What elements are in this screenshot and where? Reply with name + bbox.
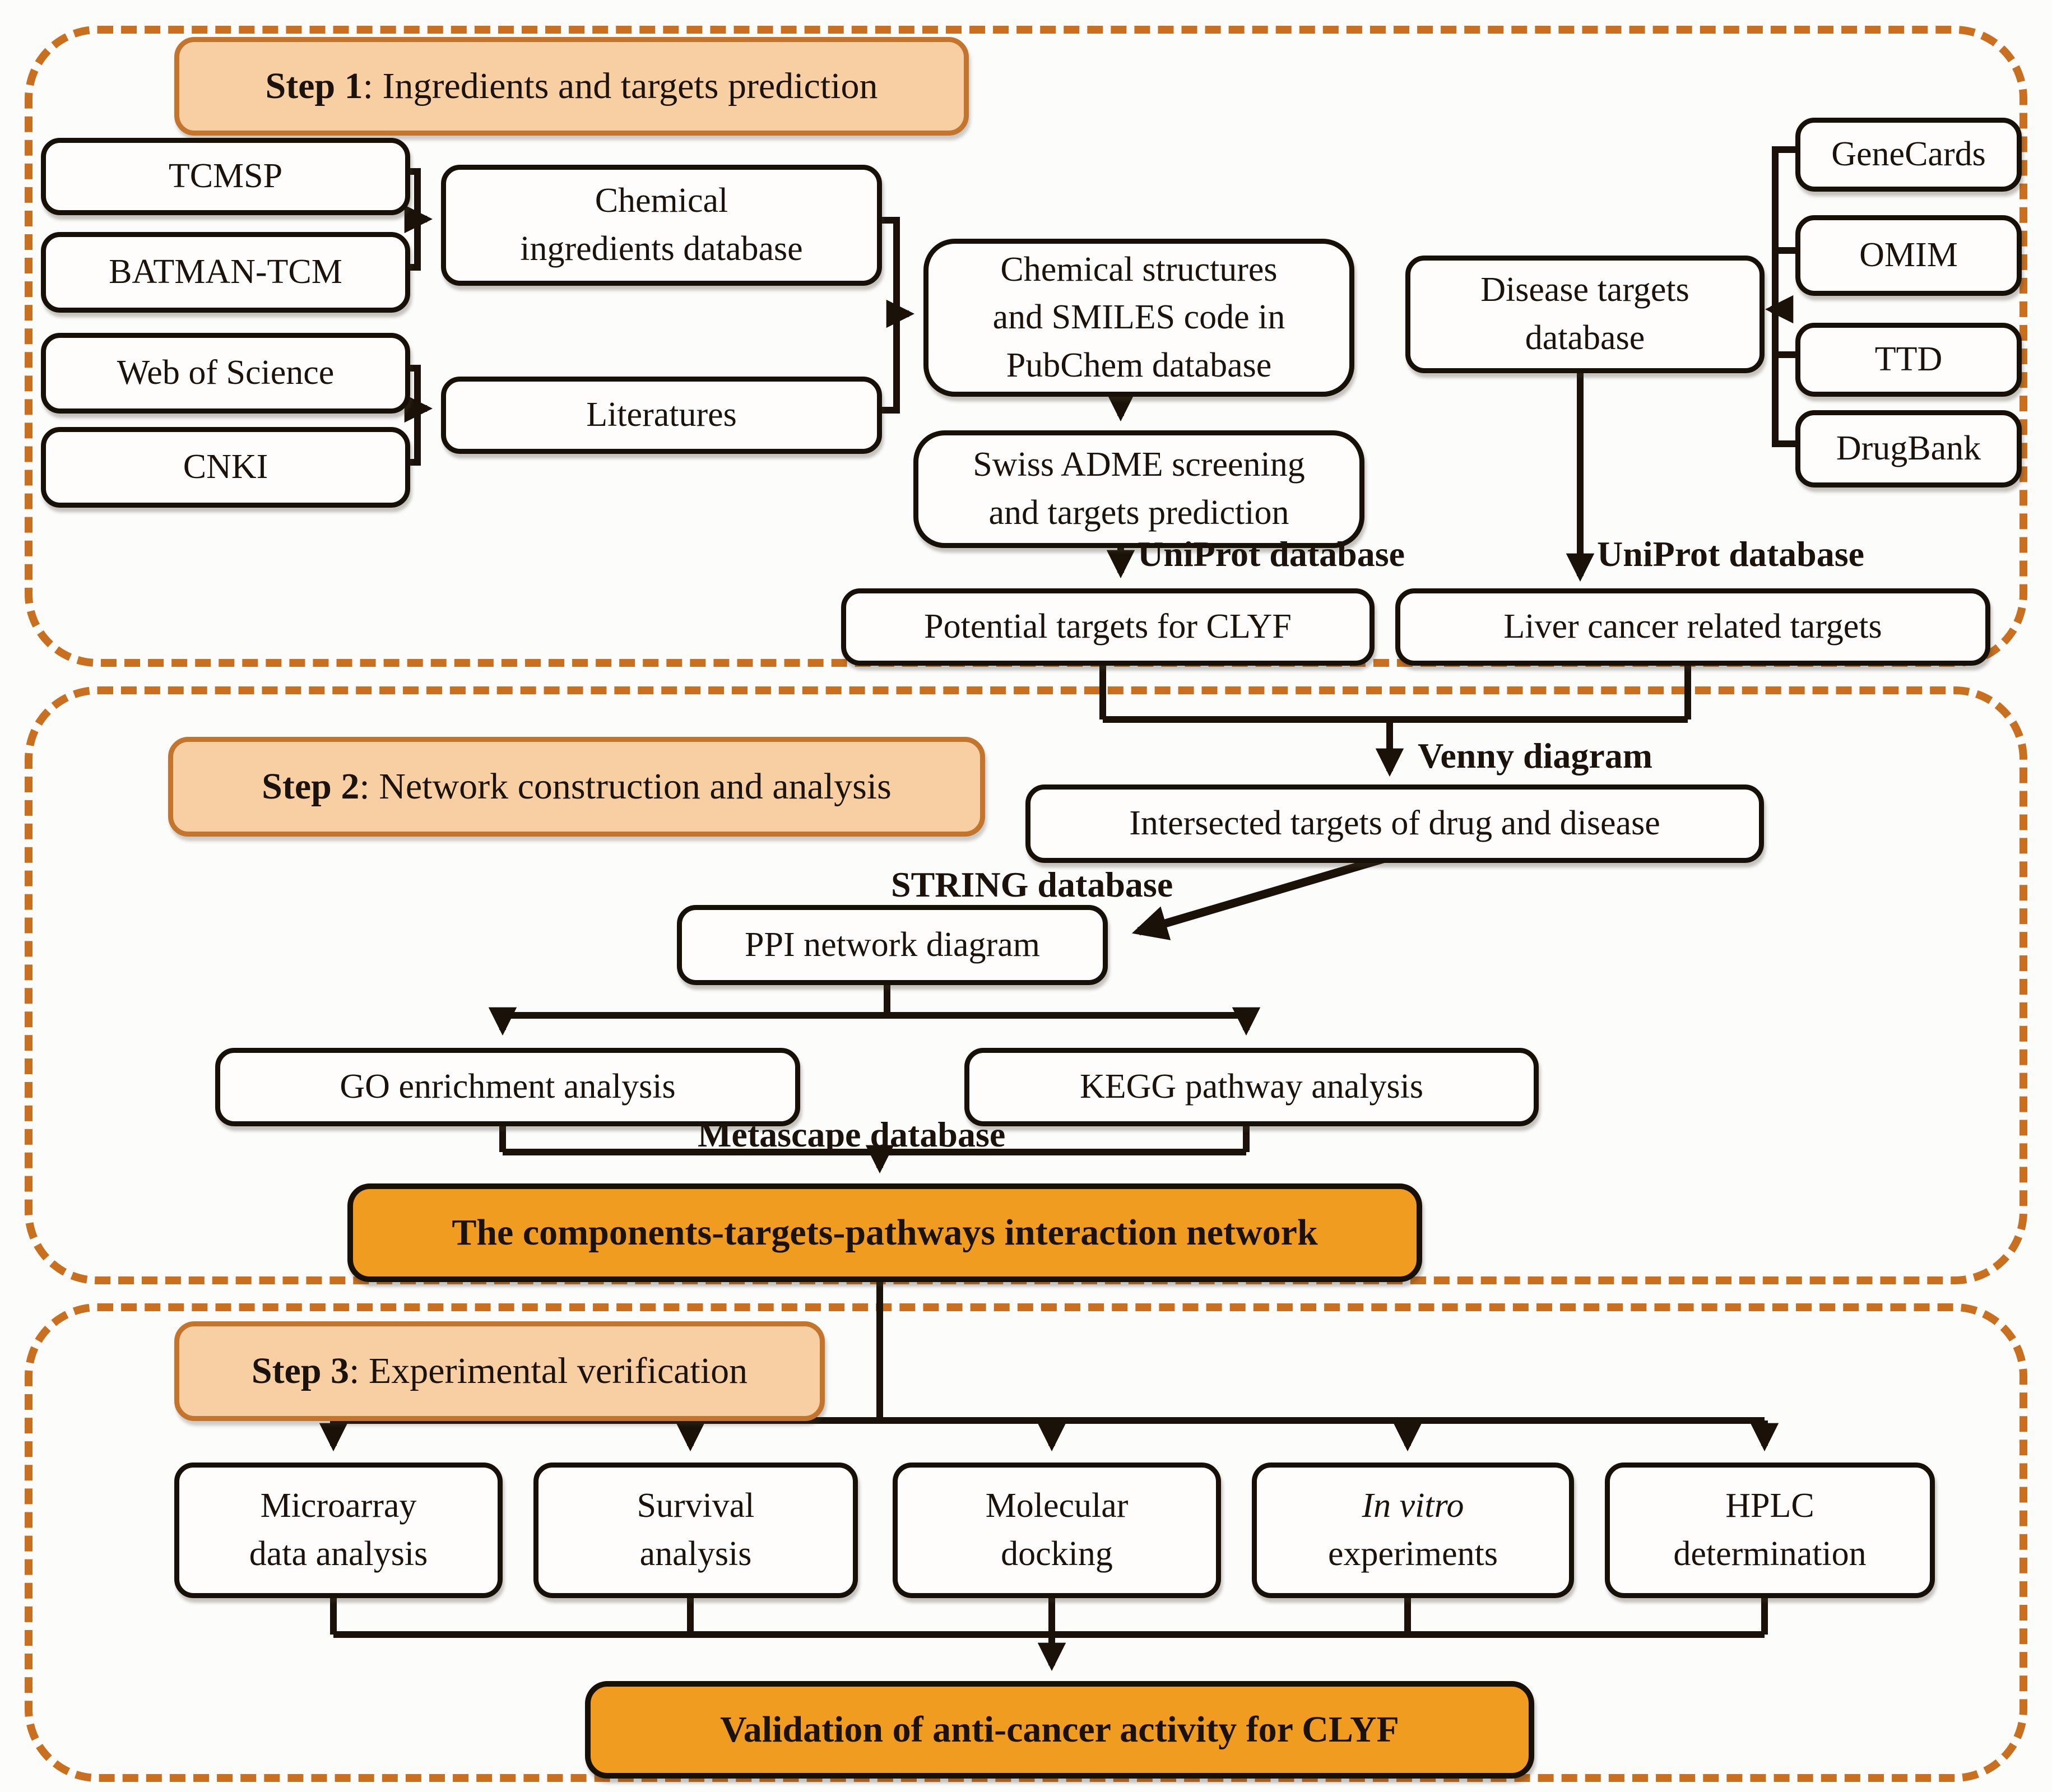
box-ppi-network-diagram-label: PPI network diagram	[745, 925, 1040, 964]
box-cnki-label: CNKI	[183, 448, 268, 486]
step3-header-rest: : Experimental verification	[349, 1350, 748, 1391]
box-potential-targets-clyf: Potential targets for CLYF	[841, 588, 1375, 666]
box-literatures-label: Literatures	[586, 396, 737, 434]
box-swiss-adme-label: Swiss ADME screening and targets predict…	[973, 445, 1305, 532]
banner-validation-anticancer-label: Validation of anti-cancer activity for C…	[720, 1709, 1399, 1750]
box-liver-cancer-targets-label: Liver cancer related targets	[1503, 607, 1882, 646]
box-chemical-structures-pubchem: Chemical structures and SMILES code in P…	[923, 239, 1354, 397]
box-batman-tcm: BATMAN-TCM	[41, 232, 410, 313]
box-web-of-science: Web of Science	[41, 333, 410, 414]
box-batman-tcm-label: BATMAN-TCM	[109, 253, 342, 291]
box-disease-targets-database-label: Disease targets database	[1480, 271, 1689, 357]
box-survival-analysis: Survival analysis	[533, 1463, 858, 1598]
box-microarray-data-analysis: Microarray data analysis	[174, 1463, 503, 1598]
banner-validation-anticancer: Validation of anti-cancer activity for C…	[585, 1681, 1534, 1779]
label-string-database: STRING database	[891, 865, 1173, 904]
box-swiss-adme: Swiss ADME screening and targets predict…	[913, 430, 1364, 548]
box-survival-analysis-label: Survival analysis	[637, 1487, 755, 1573]
step3-header-label: Step 3: Experimental verification	[252, 1350, 748, 1392]
step2-header: Step 2: Network construction and analysi…	[168, 737, 985, 837]
box-omim: OMIM	[1795, 215, 2022, 296]
label-uniprot-right: UniProt database	[1597, 534, 1865, 574]
box-kegg-pathway: KEGG pathway analysis	[964, 1048, 1539, 1126]
box-molecular-docking: Molecular docking	[893, 1463, 1221, 1598]
box-in-vitro-experiments-label: In vitro experiments	[1328, 1482, 1498, 1578]
box-omim-label: OMIM	[1859, 236, 1958, 275]
banner-components-targets-pathways-label: The components-targets-pathways interact…	[452, 1212, 1318, 1253]
label-venny-diagram: Venny diagram	[1418, 736, 1653, 776]
box-hplc-determination: HPLC determination	[1605, 1463, 1935, 1598]
arrow-string-diagonal	[1131, 853, 1390, 940]
box-tcmsp-label: TCMSP	[168, 157, 283, 196]
box-literatures: Literatures	[441, 377, 882, 454]
box-chemical-structures-pubchem-label: Chemical structures and SMILES code in P…	[992, 250, 1285, 384]
step3-header-bold: Step 3	[251, 1350, 350, 1391]
box-in-vitro-experiments: In vitro experiments	[1252, 1463, 1574, 1598]
box-molecular-docking-label: Molecular docking	[985, 1487, 1129, 1573]
box-genecards: GeneCards	[1795, 118, 2022, 192]
banner-components-targets-pathways: The components-targets-pathways interact…	[347, 1183, 1422, 1282]
in-vitro-rest-text: experiments	[1327, 1535, 1498, 1573]
box-disease-targets-database: Disease targets database	[1405, 256, 1765, 373]
box-drugbank: DrugBank	[1795, 410, 2022, 488]
box-ppi-network-diagram: PPI network diagram	[677, 905, 1108, 985]
box-ttd: TTD	[1795, 323, 2022, 397]
step1-header-bold: Step 1	[265, 66, 363, 106]
in-vitro-italic-text: In vitro	[1362, 1487, 1464, 1525]
box-go-enrichment: GO enrichment analysis	[215, 1048, 800, 1126]
bracket-disease-sources	[1772, 146, 1795, 447]
step2-header-rest: : Network construction and analysis	[359, 766, 892, 807]
step1-header-label: Step 1: Ingredients and targets predicti…	[265, 65, 878, 108]
box-intersected-targets-label: Intersected targets of drug and disease	[1129, 804, 1660, 843]
box-cnki: CNKI	[41, 427, 410, 508]
box-chemical-ingredients-database-label: Chemical ingredients database	[520, 182, 803, 268]
box-web-of-science-label: Web of Science	[117, 354, 335, 392]
box-drugbank-label: DrugBank	[1836, 429, 1981, 468]
label-uniprot-left: UniProt database	[1138, 534, 1405, 574]
collector-line-step3	[330, 1590, 1768, 1638]
box-intersected-targets: Intersected targets of drug and disease	[1025, 784, 1764, 863]
box-microarray-data-analysis-label: Microarray data analysis	[249, 1487, 428, 1573]
box-tcmsp: TCMSP	[41, 138, 410, 215]
step3-header: Step 3: Experimental verification	[174, 1321, 825, 1421]
box-go-enrichment-label: GO enrichment analysis	[340, 1067, 676, 1106]
box-potential-targets-clyf-label: Potential targets for CLYF	[924, 607, 1292, 646]
step2-header-bold: Step 2	[262, 766, 360, 807]
box-genecards-label: GeneCards	[1831, 135, 1986, 174]
box-chemical-ingredients-database: Chemical ingredients database	[441, 165, 882, 286]
step1-header: Step 1: Ingredients and targets predicti…	[174, 37, 969, 136]
joiner-targets	[1099, 656, 1691, 723]
label-metascape-database: Metascape database	[698, 1115, 1006, 1154]
box-liver-cancer-targets: Liver cancer related targets	[1395, 588, 1990, 666]
box-kegg-pathway-label: KEGG pathway analysis	[1080, 1067, 1423, 1106]
box-hplc-determination-label: HPLC determination	[1673, 1487, 1867, 1573]
step1-header-rest: : Ingredients and targets prediction	[363, 66, 878, 106]
box-ttd-label: TTD	[1874, 340, 1943, 379]
step2-header-label: Step 2: Network construction and analysi…	[262, 765, 892, 808]
